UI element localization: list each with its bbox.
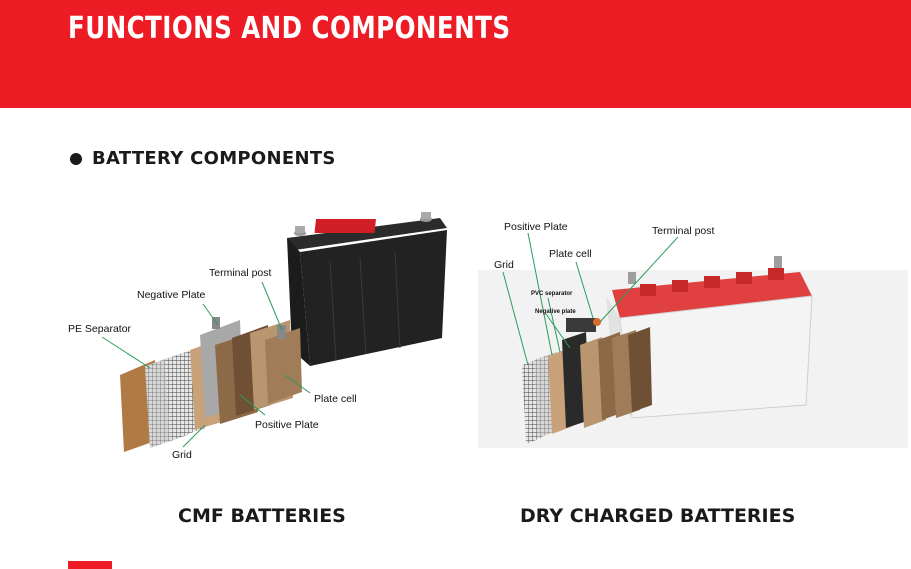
dry-plates [522, 318, 652, 444]
dry-label-grid: Grid [494, 259, 514, 271]
header-banner: FUNCTIONS AND COMPONENTS [0, 0, 911, 108]
dry-caption: DRY CHARGED BATTERIES [520, 505, 796, 527]
cmf-label-terminal-post: Terminal post [209, 267, 272, 279]
cmf-caption: CMF BATTERIES [178, 505, 346, 527]
dry-label-pvc-separator: PVC separator [531, 291, 573, 297]
cmf-label-pe-separator: PE Separator [68, 323, 132, 335]
cmf-label-negative-plate: Negative Plate [137, 289, 205, 301]
bullet-icon [70, 152, 82, 165]
dry-label-negative-plate: Negative plate [535, 309, 576, 315]
page-title: FUNCTIONS AND COMPONENTS [68, 11, 511, 46]
dry-label-plate-cell: Plate cell [549, 248, 592, 260]
dry-label-terminal-post: Terminal post [652, 225, 715, 237]
cmf-plates [120, 317, 302, 452]
cmf-leader-lines [101, 281, 311, 448]
dry-label-positive-plate: Positive Plate [504, 221, 568, 233]
footer-accent-bar [68, 561, 112, 569]
dry-leader-lines [502, 232, 679, 366]
section-title: BATTERY COMPONENTS [92, 148, 336, 169]
section-heading: BATTERY COMPONENTS [70, 148, 336, 169]
cmf-label-grid: Grid [172, 449, 192, 461]
cmf-label-positive-plate: Positive Plate [255, 419, 319, 431]
cmf-label-plate-cell: Plate cell [314, 393, 357, 405]
